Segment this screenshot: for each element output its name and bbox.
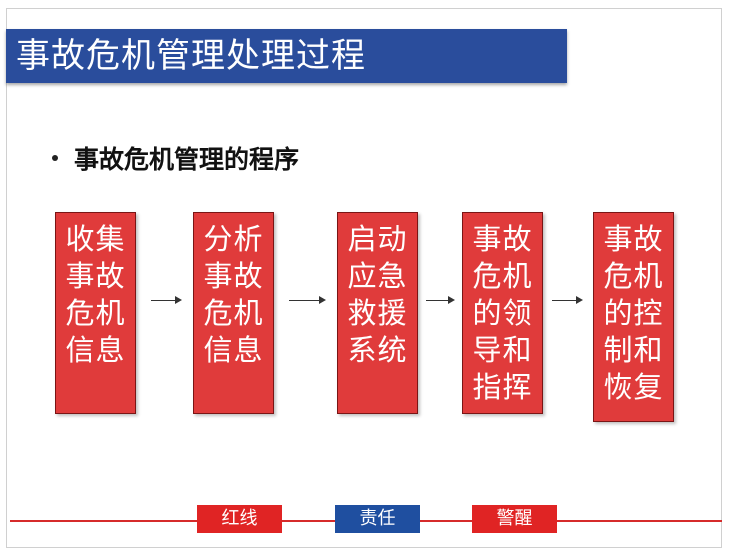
step-text: 事故危机的控制和恢复 [603,222,664,404]
step-text: 事故危机的领导和指挥 [472,222,533,404]
title-bar: 事故危机管理处理过程 [6,29,567,83]
slide-title: 事故危机管理处理过程 [16,36,366,76]
tag-redline: 红线 [197,505,282,533]
slide-frame [6,8,722,548]
step-text: 启动应急救援系统 [347,222,408,367]
arrow-right-icon [552,296,583,304]
arrow-right-icon [289,296,326,304]
bullet-dot-icon [52,155,58,161]
arrow-right-icon [426,296,455,304]
step-text: 收集事故危机信息 [65,222,126,367]
bullet-text: 事故危机管理的程序 [74,145,300,174]
tag-responsibility: 责任 [335,505,420,533]
tag-alert: 警醒 [472,505,557,533]
bullet-item: 事故危机管理的程序 [52,140,299,176]
step-box-collect: 收集事故危机信息 [55,212,136,414]
arrow-right-icon [151,296,182,304]
step-box-rescue: 启动应急救援系统 [337,212,418,414]
step-box-analyze: 分析事故危机信息 [193,212,274,414]
step-text: 分析事故危机信息 [203,222,264,367]
step-box-command: 事故危机的领导和指挥 [462,212,543,414]
step-box-control: 事故危机的控制和恢复 [593,212,674,422]
